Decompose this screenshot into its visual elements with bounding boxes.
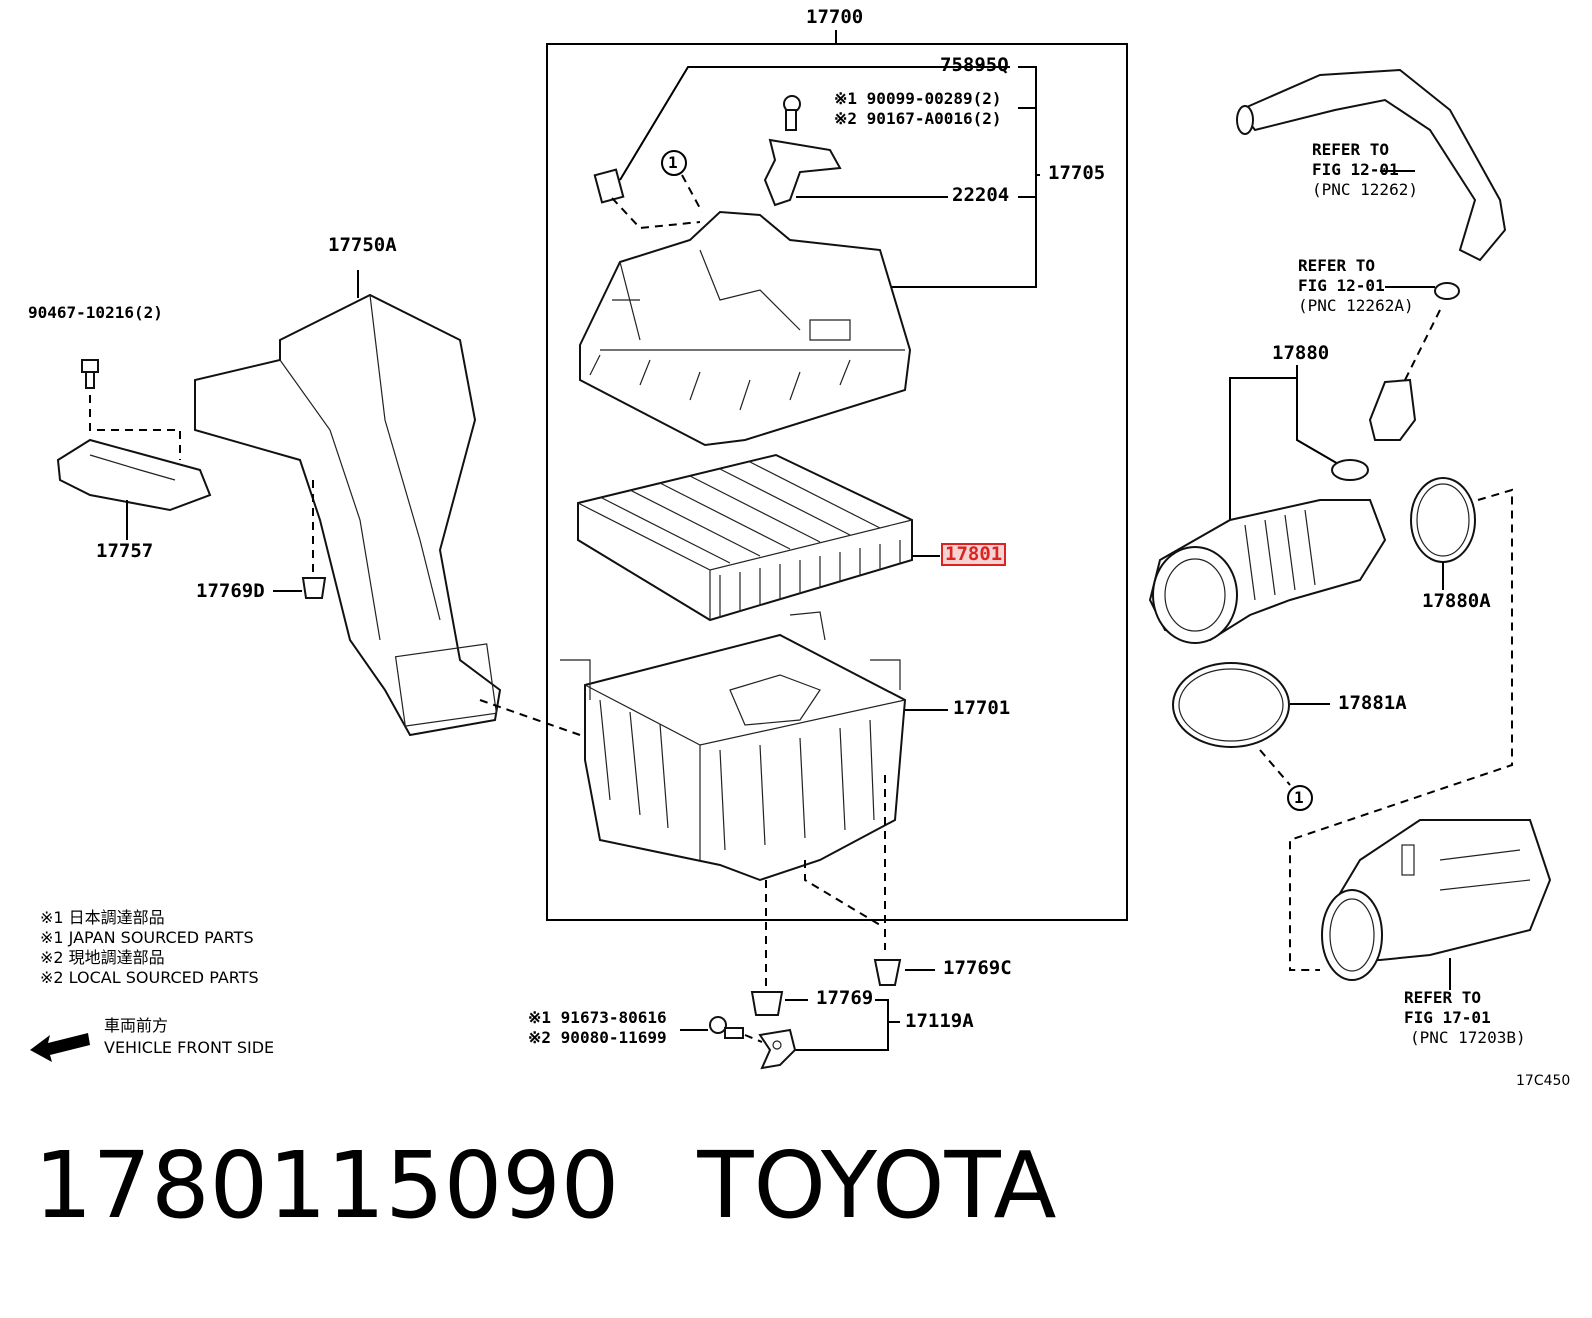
front-side-en: VEHICLE FRONT SIDE bbox=[104, 1038, 275, 1057]
refer-2-title: REFER TO bbox=[1298, 256, 1376, 275]
label-clamp: 17880A bbox=[1422, 590, 1491, 612]
grommet-part bbox=[750, 991, 784, 1016]
refer-1-fig[interactable]: FIG 12-01 bbox=[1312, 160, 1399, 179]
refer-3-pnc: (PNC 17203B) bbox=[1410, 1028, 1526, 1047]
air-flow-meter-part bbox=[763, 138, 842, 207]
air-cleaner-cap-part bbox=[579, 210, 912, 447]
label-bolt-2: ※2 90167-A0016(2) bbox=[834, 109, 1002, 128]
small-clamp-part bbox=[1434, 282, 1460, 300]
throttle-body-part bbox=[1321, 819, 1552, 981]
legend-line-1: ※1 日本調達部品 bbox=[40, 908, 165, 927]
diagram-drawing bbox=[30, 30, 1552, 1070]
refer-1-title: REFER TO bbox=[1312, 140, 1390, 159]
hose-clamp-b-part bbox=[1172, 662, 1290, 748]
duct-bolt-part bbox=[81, 359, 99, 389]
label-clip-part bbox=[593, 168, 625, 204]
air-cleaner-case-part bbox=[560, 611, 907, 882]
air-filter-element-part bbox=[577, 453, 913, 622]
label-case: 17701 bbox=[953, 697, 1011, 719]
label-duct: 17750A bbox=[328, 234, 397, 256]
brand-name: TOYOTA bbox=[697, 1132, 1057, 1239]
air-inlet-duct-part bbox=[194, 293, 502, 737]
label-grommet: 17769 bbox=[816, 987, 874, 1009]
label-hose: 17880 bbox=[1272, 342, 1330, 364]
front-arrow-icon bbox=[30, 1033, 90, 1062]
circle-mark-bottom bbox=[1287, 785, 1313, 811]
hose-clamp-small-part bbox=[1331, 459, 1369, 481]
label-duct-bolt: 90467-10216(2) bbox=[28, 303, 163, 322]
refer-1-pnc: (PNC 12262) bbox=[1312, 180, 1418, 199]
circle-mark-label-top: 1 bbox=[668, 153, 678, 172]
label-cap-assy: 17705 bbox=[1048, 162, 1106, 184]
refer-3-title: REFER TO bbox=[1404, 988, 1482, 1007]
label-meter: 22204 bbox=[952, 184, 1010, 206]
bolt-part bbox=[783, 95, 801, 131]
circle-mark-label-bottom: 1 bbox=[1294, 788, 1304, 807]
grommet-d-part bbox=[301, 577, 327, 599]
bracket-part bbox=[758, 1028, 797, 1070]
assembly-frame bbox=[546, 43, 1128, 921]
label-screw-1: ※1 91673-80616 bbox=[528, 1008, 667, 1027]
label-plate: 17757 bbox=[96, 540, 154, 562]
label-screw-2: ※2 90080-11699 bbox=[528, 1028, 667, 1047]
circle-mark-top bbox=[661, 150, 687, 176]
refer-2-fig[interactable]: FIG 12-01 bbox=[1298, 276, 1385, 295]
intake-hose-part bbox=[1148, 499, 1387, 644]
hose-clamp-a-part bbox=[1410, 477, 1476, 563]
diagram-code: 17C450 bbox=[1516, 1073, 1571, 1089]
label-assy: 17700 bbox=[806, 6, 864, 28]
screw-part bbox=[709, 1016, 744, 1039]
label-bolt-1: ※1 90099-00289(2) bbox=[834, 89, 1002, 108]
parts-diagram: 17700 75895Q ※1 90099-00289(2) ※2 90167-… bbox=[28, 6, 1570, 1089]
front-side-jp: 車両前方 bbox=[104, 1016, 169, 1035]
label-clamp-b: 17881A bbox=[1338, 692, 1407, 714]
label-grommet-d: 17769D bbox=[196, 580, 265, 602]
label-clip: 75895Q bbox=[940, 54, 1009, 76]
part-number: 1780115090 bbox=[34, 1132, 620, 1239]
protector-plate-part bbox=[56, 438, 212, 512]
refer-3-fig[interactable]: FIG 17-01 bbox=[1404, 1008, 1491, 1027]
legend-line-2: ※1 JAPAN SOURCED PARTS bbox=[40, 928, 254, 947]
legend-line-3: ※2 現地調達部品 bbox=[40, 948, 165, 967]
legend-line-4: ※2 LOCAL SOURCED PARTS bbox=[40, 968, 259, 987]
label-element-highlighted[interactable]: 17801 bbox=[940, 543, 1007, 566]
breather-fitting-part bbox=[1368, 378, 1417, 441]
hose-12262-part bbox=[1236, 68, 1507, 262]
label-bracket-assy: 17119A bbox=[905, 1010, 974, 1032]
label-grommet-c: 17769C bbox=[943, 957, 1012, 979]
grommet-c-part bbox=[873, 959, 902, 986]
refer-2-pnc: (PNC 12262A) bbox=[1298, 296, 1414, 315]
